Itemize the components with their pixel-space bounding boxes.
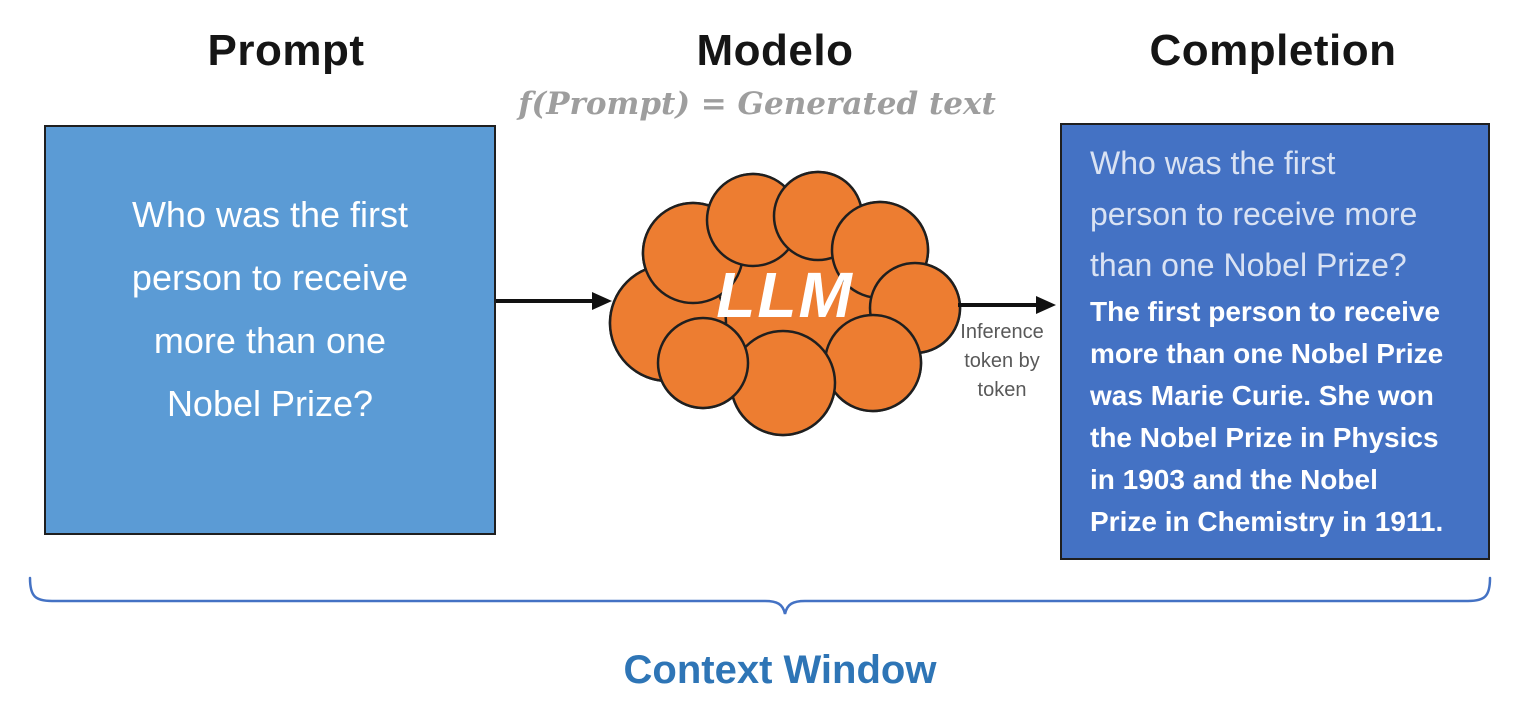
- context-window-label: Context Window: [623, 648, 937, 692]
- model-title: Modelo: [696, 26, 854, 75]
- prompt-text-line: Nobel Prize?: [166, 383, 374, 424]
- completion-answer-line: more than one Nobel Prize: [1090, 338, 1444, 369]
- arrow-prompt-to-llm-icon: [496, 292, 612, 310]
- completion-answer-line: Prize in Chemistry in 1911.: [1090, 506, 1444, 537]
- inference-caption-line: token by: [964, 350, 1040, 372]
- completion-answer-line: was Marie Curie. She won: [1090, 380, 1434, 411]
- completion-answer-text: The first person to receive more than one…: [1090, 291, 1488, 543]
- inference-caption-line: token: [977, 379, 1027, 401]
- prompt-text-line: person to receive: [131, 257, 409, 298]
- completion-box: Who was the first person to receive more t…: [1060, 123, 1490, 560]
- inference-caption-line: Inference: [960, 321, 1044, 343]
- context-window-brace: [28, 576, 1492, 615]
- inference-caption: Inference token by token: [941, 318, 1063, 405]
- inference-caption-lines: Inference token by token: [941, 318, 1063, 405]
- completion-answer-line: the Nobel Prize in Physics: [1090, 422, 1439, 453]
- completion-answer-line: The first person to receive: [1090, 296, 1441, 327]
- completion-echo-line: than one Nobel Prize?: [1090, 247, 1407, 283]
- llm-cloud-shape: [608, 170, 962, 437]
- model-formula: f(Prompt) = Generated text: [518, 86, 996, 122]
- prompt-box: Who was the first person to receive more t…: [44, 125, 496, 535]
- prompt-title: Prompt: [207, 26, 365, 75]
- arrow-llm-to-completion-icon: [958, 296, 1056, 314]
- completion-echo-line: person to receive more: [1090, 196, 1418, 232]
- completion-title: Completion: [1149, 26, 1397, 75]
- prompt-text-line: Who was the first: [131, 194, 409, 235]
- llm-label: LLM: [716, 259, 854, 331]
- completion-answer-line: in 1903 and the Nobel: [1090, 464, 1378, 495]
- completion-echo-line: Who was the first: [1090, 145, 1336, 181]
- prompt-text: Who was the first person to receive more t…: [46, 183, 494, 435]
- prompt-text-line: more than one: [153, 320, 387, 361]
- completion-echo-text: Who was the first person to receive more t…: [1090, 138, 1488, 291]
